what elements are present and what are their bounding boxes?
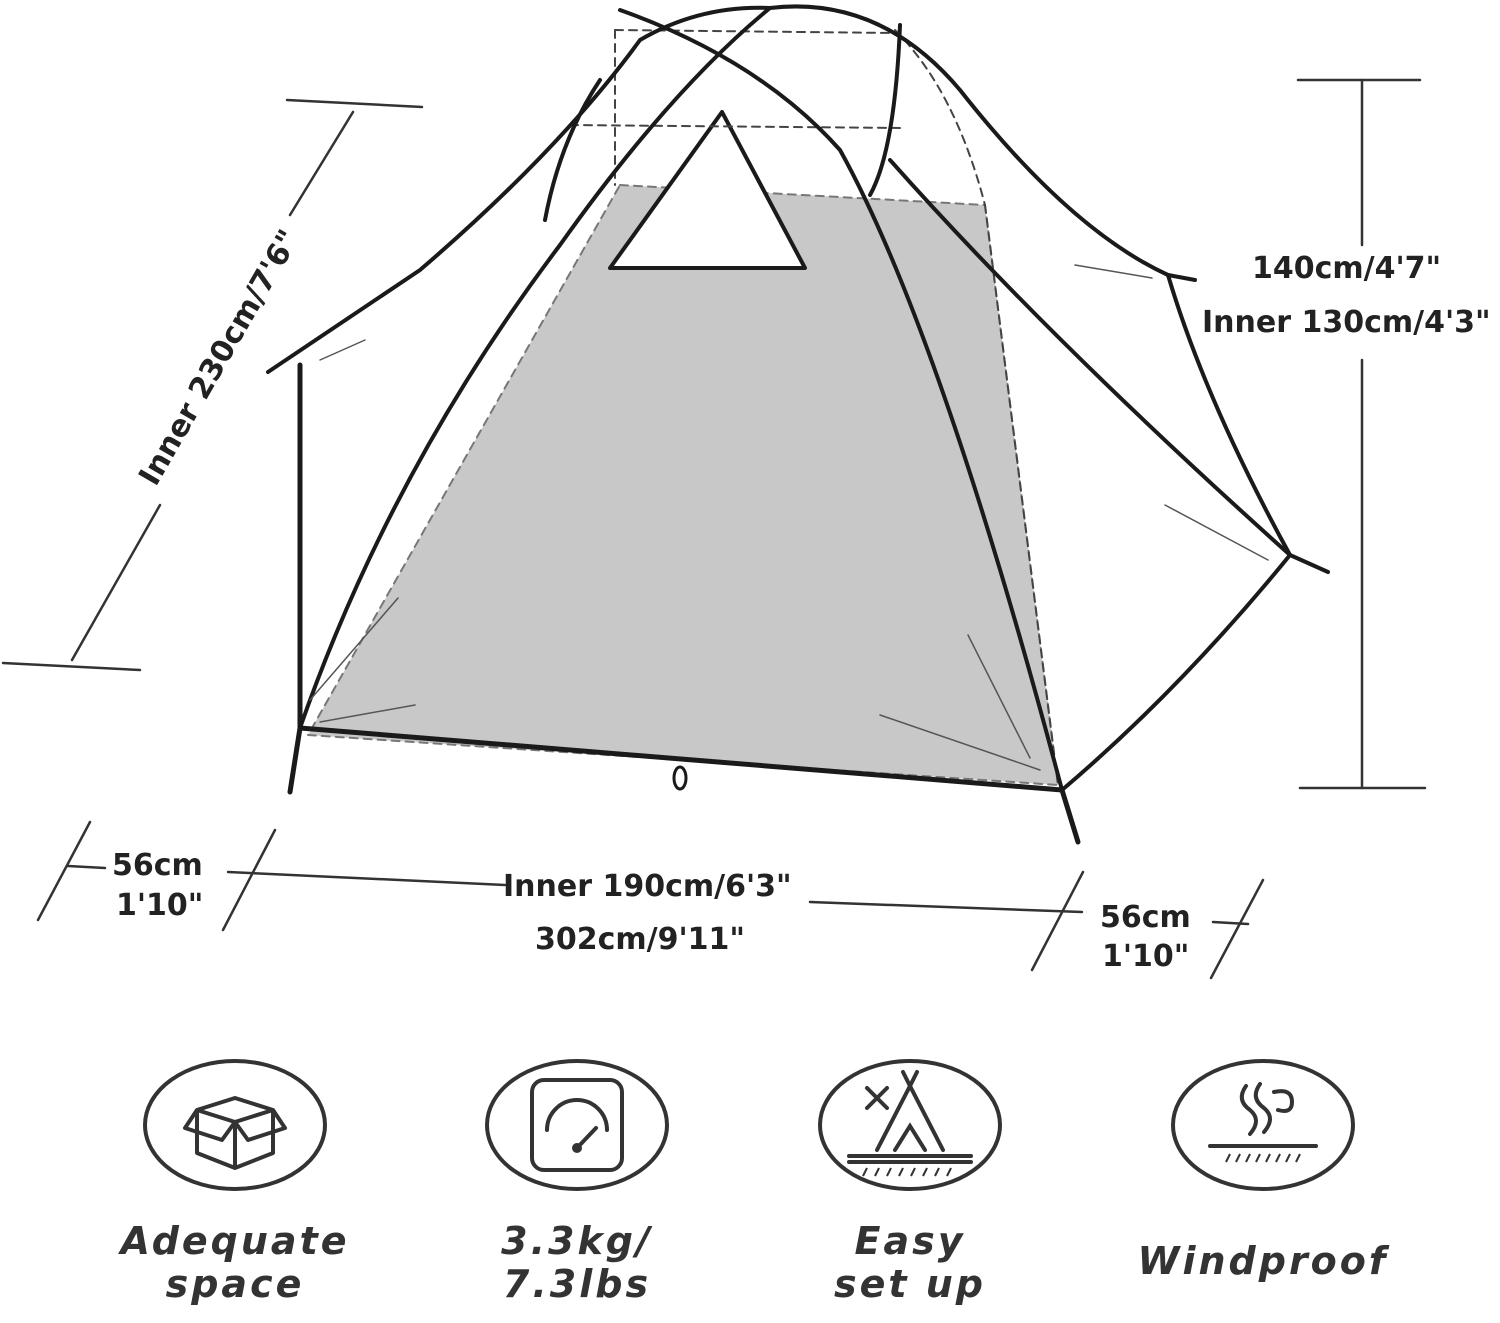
feature-weight: 3.3kg/ 7.3lbs (437, 1058, 717, 1305)
vestibule-right-cm-label: 56cm (1100, 900, 1191, 935)
feature-label-line1: Adequate (120, 1219, 350, 1263)
feature-label-line2: 7.3lbs (502, 1261, 652, 1306)
feature-windproof: Windproof (1118, 1058, 1408, 1283)
vestibule-right-ft-label: 1'10" (1102, 939, 1190, 974)
wind-icon (1171, 1059, 1355, 1191)
feature-label-line2: space (165, 1261, 305, 1306)
feature-label-line1: 3.3kg/ (501, 1219, 653, 1263)
width-outer-label: 302cm/9'11" (535, 922, 746, 957)
scale-icon (485, 1059, 669, 1191)
feature-label-line2: set up (833, 1261, 987, 1306)
width-inner-label: Inner 190cm/6'3" (503, 869, 792, 904)
height-outer-label: 140cm/4'7" (1252, 251, 1442, 286)
feature-label-line1: Easy (854, 1219, 966, 1263)
feature-adequate-space: Adequate space (95, 1058, 375, 1305)
vestibule-left-cm-label: 56cm (112, 848, 203, 883)
tent-floor (307, 184, 1059, 786)
tent-window (608, 110, 807, 270)
feature-easy-setup: Easy set up (770, 1058, 1050, 1305)
feature-label-line1: Windproof (1137, 1239, 1389, 1283)
vestibule-left-ft-label: 1'10" (116, 888, 204, 923)
height-inner-label: Inner 130cm/4'3" (1202, 305, 1491, 340)
tent-diagram (1, 4, 1427, 980)
box-icon (143, 1059, 327, 1191)
tent-setup-icon (818, 1059, 1002, 1191)
